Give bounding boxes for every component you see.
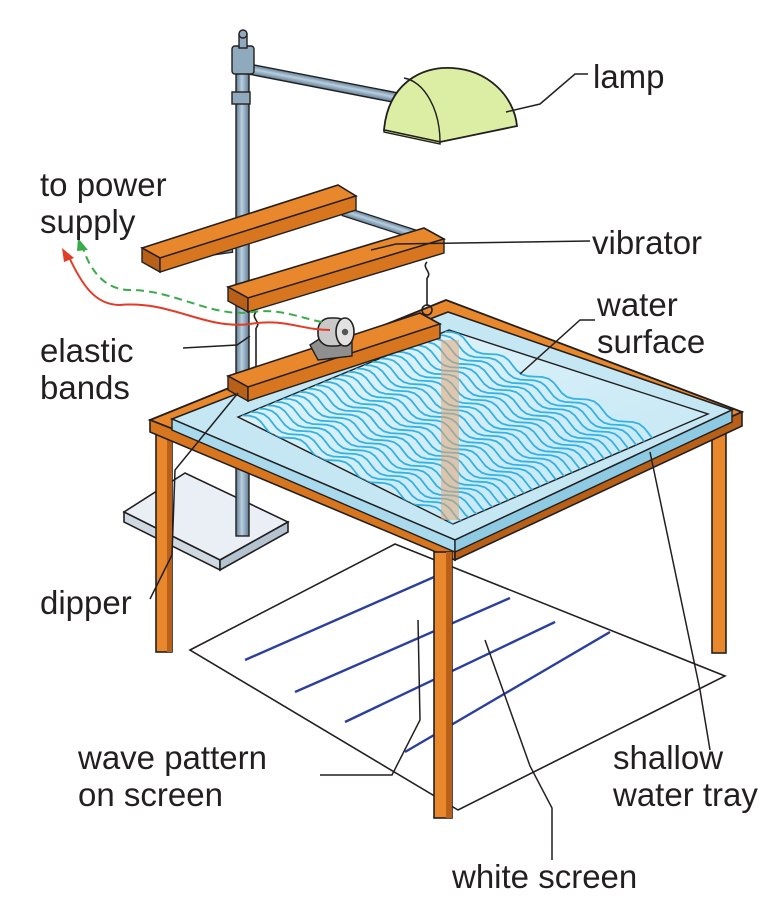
ripple-line: [355, 367, 582, 482]
stand-base: [122, 472, 290, 572]
lamp-label: lamp: [593, 58, 665, 95]
vibrator-frame: [139, 184, 447, 314]
power-wire-red: [67, 254, 331, 331]
ripple-line: [274, 401, 501, 516]
ripple-line: [282, 397, 509, 512]
ripple-line: [428, 337, 655, 452]
ripple-line: [371, 360, 598, 475]
ripple-line: [436, 334, 663, 449]
leader-lines: [149, 73, 711, 860]
ripple-line: [347, 370, 574, 486]
ripple-line: [250, 411, 476, 524]
ripple-line: [290, 394, 517, 509]
power-wire-green: [81, 244, 323, 323]
ripple-line: [306, 387, 533, 502]
ripple-line: [396, 350, 623, 465]
lamp-arm: [241, 62, 402, 105]
lamp-icon: [383, 67, 518, 145]
white-screen-label: white screen: [452, 858, 638, 895]
ripple-line: [388, 354, 614, 469]
ripple-line: [444, 330, 671, 445]
ripple-line: [323, 381, 550, 496]
ripple-line: [242, 414, 468, 524]
clamp-boss: [231, 29, 255, 105]
table-leg-back-right: [711, 426, 727, 654]
ripple-line: [404, 347, 631, 462]
vibrator-motor-icon: [309, 317, 355, 361]
stand-rod-shadow: [441, 340, 459, 520]
ripple-line: [379, 357, 606, 472]
dipper-label: dipper: [40, 584, 132, 621]
vibrator-label: vibrator: [592, 224, 703, 261]
ripple-line: [363, 364, 590, 479]
water-ripples: [242, 330, 671, 524]
ripple-line: [315, 384, 541, 499]
ripple-line: [298, 391, 525, 506]
white-screen: [188, 543, 727, 811]
